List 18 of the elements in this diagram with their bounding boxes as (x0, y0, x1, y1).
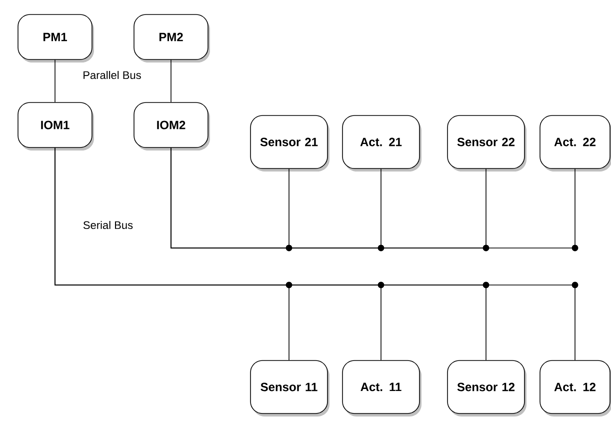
device-box: IOM1 (18, 102, 94, 150)
bus-label: Serial Bus (83, 220, 133, 230)
bus-line (54, 60, 56, 102)
device-box: IOM2 (134, 102, 210, 150)
device-box: Act. 22 (540, 115, 611, 172)
device-box: Sensor 11 (250, 360, 330, 416)
device-box: PM2 (134, 14, 210, 62)
device-box: Act. 21 (342, 115, 422, 172)
bus-line (54, 148, 576, 360)
device-box: Sensor 12 (447, 360, 526, 416)
bus-line (170, 60, 172, 102)
device-box: Act. 11 (342, 360, 422, 416)
bus-line (170, 148, 576, 248)
device-box: Sensor 21 (250, 115, 330, 172)
bus-label: Parallel Bus (84, 70, 141, 80)
device-box: Sensor 22 (447, 115, 526, 172)
device-box: Act. 12 (540, 360, 611, 416)
device-box: PM1 (18, 14, 94, 62)
